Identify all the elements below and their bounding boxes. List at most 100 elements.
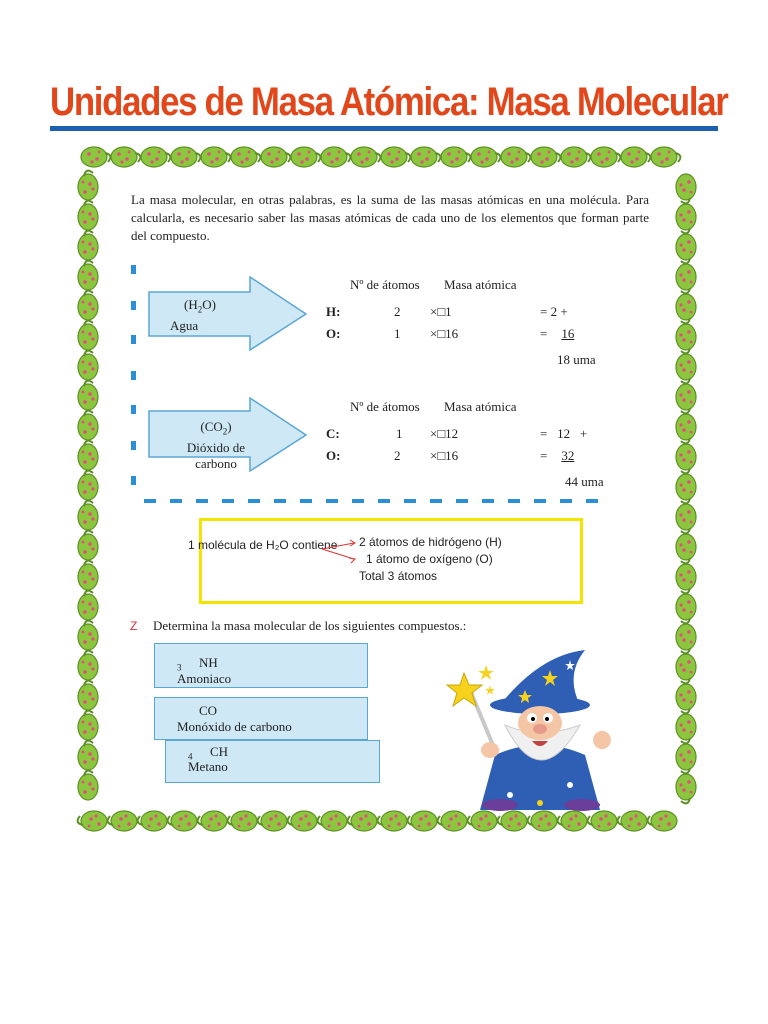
exercise-instruction: Determina la masa molecular de los sigui…	[153, 618, 467, 633]
teacup-ornament	[77, 619, 99, 651]
bullet-marker	[131, 265, 136, 274]
water-formula: (H2O)	[184, 297, 216, 315]
teacup-ornament	[675, 683, 697, 715]
teacup-ornament	[675, 263, 697, 295]
element-symbol: C:	[326, 426, 340, 441]
co2-formula-label: (CO2) Dióxido de carbono	[170, 419, 262, 472]
bullet-marker	[131, 441, 136, 450]
atom-count: 2	[394, 448, 401, 463]
teacup-ornament	[77, 529, 99, 561]
teacup-ornament	[346, 810, 378, 832]
compound-box-carbon-monoxide: CO Monóxido de carbono	[154, 697, 368, 740]
composition-hydrogen: 2 átomos de hidrógeno (H)	[359, 535, 502, 549]
teacup-ornament	[406, 810, 438, 832]
teacup-ornament	[675, 443, 697, 475]
teacup-ornament	[77, 469, 99, 501]
partial-result: =16	[540, 326, 575, 341]
teacup-ornament	[560, 146, 592, 168]
teacup-ornament	[675, 623, 697, 655]
teacup-ornament	[256, 810, 288, 832]
atomic-mass-multiply: ×□16	[430, 326, 459, 341]
composition-oxygen: 1 átomo de oxígeno (O)	[366, 552, 493, 566]
teacup-ornament	[77, 169, 99, 201]
teacup-ornament	[675, 293, 697, 325]
teacup-ornament	[77, 199, 99, 231]
exercise-marker: Z	[130, 619, 138, 633]
teacup-ornament	[230, 146, 262, 168]
teacup-ornament	[77, 709, 99, 741]
teacup-ornament	[675, 563, 697, 595]
intro-paragraph: La masa molecular, en otras palabras, es…	[131, 192, 649, 243]
teacup-ornament	[470, 146, 502, 168]
teacup-ornament	[675, 173, 697, 205]
compound-name: Metano	[188, 759, 228, 774]
teacup-ornament	[675, 233, 697, 265]
compound-name: Monóxido de carbono	[177, 719, 292, 734]
teacup-ornament	[77, 229, 99, 261]
teacup-ornament	[320, 146, 352, 168]
atomic-mass-multiply: ×□12	[430, 426, 459, 441]
teacup-ornament	[675, 713, 697, 745]
teacup-ornament	[286, 810, 318, 832]
teacup-ornament	[675, 593, 697, 625]
water-name: Agua	[170, 317, 199, 333]
teacup-ornament	[77, 499, 99, 531]
teacup-ornament	[350, 146, 382, 168]
teacup-ornament	[77, 319, 99, 351]
element-symbol: O:	[326, 326, 341, 341]
atom-count: 1	[394, 326, 401, 341]
teacup-ornament	[76, 810, 108, 832]
header-atom-count: Nº de átomos	[350, 277, 420, 292]
atomic-mass-multiply: ×□16	[430, 448, 459, 463]
teacup-ornament	[675, 743, 697, 775]
teacup-ornament	[590, 146, 622, 168]
teacup-ornament	[77, 649, 99, 681]
teacup-ornament	[226, 810, 258, 832]
partial-result: = 2 +	[540, 304, 568, 319]
bullet-marker	[131, 335, 136, 344]
teacup-ornament	[196, 810, 228, 832]
teacup-ornament	[80, 146, 112, 168]
bullet-marker	[131, 476, 136, 485]
co2-arrow-shape	[148, 397, 308, 473]
teacup-ornament	[77, 769, 99, 801]
compound-name: Amoniaco	[177, 671, 232, 686]
teacup-ornament	[77, 559, 99, 591]
teacup-ornament	[200, 146, 232, 168]
teacup-ornament	[410, 146, 442, 168]
teacup-ornament	[675, 203, 697, 235]
header-atomic-mass: Masa atómica	[444, 399, 517, 414]
teacup-ornament	[77, 259, 99, 291]
teacup-ornament	[675, 353, 697, 385]
teacup-ornament	[650, 146, 682, 168]
teacup-ornament	[110, 146, 142, 168]
composition-box: 1 molécula de H₂O contiene 2 átomos de h…	[188, 518, 583, 604]
teacup-ornament	[675, 473, 697, 505]
bullet-marker	[131, 405, 136, 414]
teacup-ornament	[646, 810, 678, 832]
teacup-ornament	[77, 589, 99, 621]
teacup-ornament	[675, 413, 697, 445]
teacup-ornament	[77, 289, 99, 321]
teacup-ornament	[376, 810, 408, 832]
teacup-ornament	[77, 679, 99, 711]
teacup-ornament	[500, 146, 532, 168]
total-mass: 18 uma	[557, 352, 596, 367]
teacup-ornament	[675, 383, 697, 415]
co2-formula: (CO2)	[200, 419, 232, 437]
header-atom-count: Nº de átomos	[350, 399, 420, 414]
teacup-ornament	[675, 773, 697, 805]
water-arrow-shape	[148, 276, 308, 352]
teacup-ornament	[166, 810, 198, 832]
composition-lead: 1 molécula de H₂O contiene	[188, 538, 338, 552]
teacup-ornament	[77, 439, 99, 471]
teacup-ornament	[380, 146, 412, 168]
teacup-ornament	[440, 146, 472, 168]
bullet-marker	[131, 301, 136, 310]
teacup-ornament	[106, 810, 138, 832]
branch-arrows-icon	[321, 539, 357, 564]
teacup-ornament	[136, 810, 168, 832]
